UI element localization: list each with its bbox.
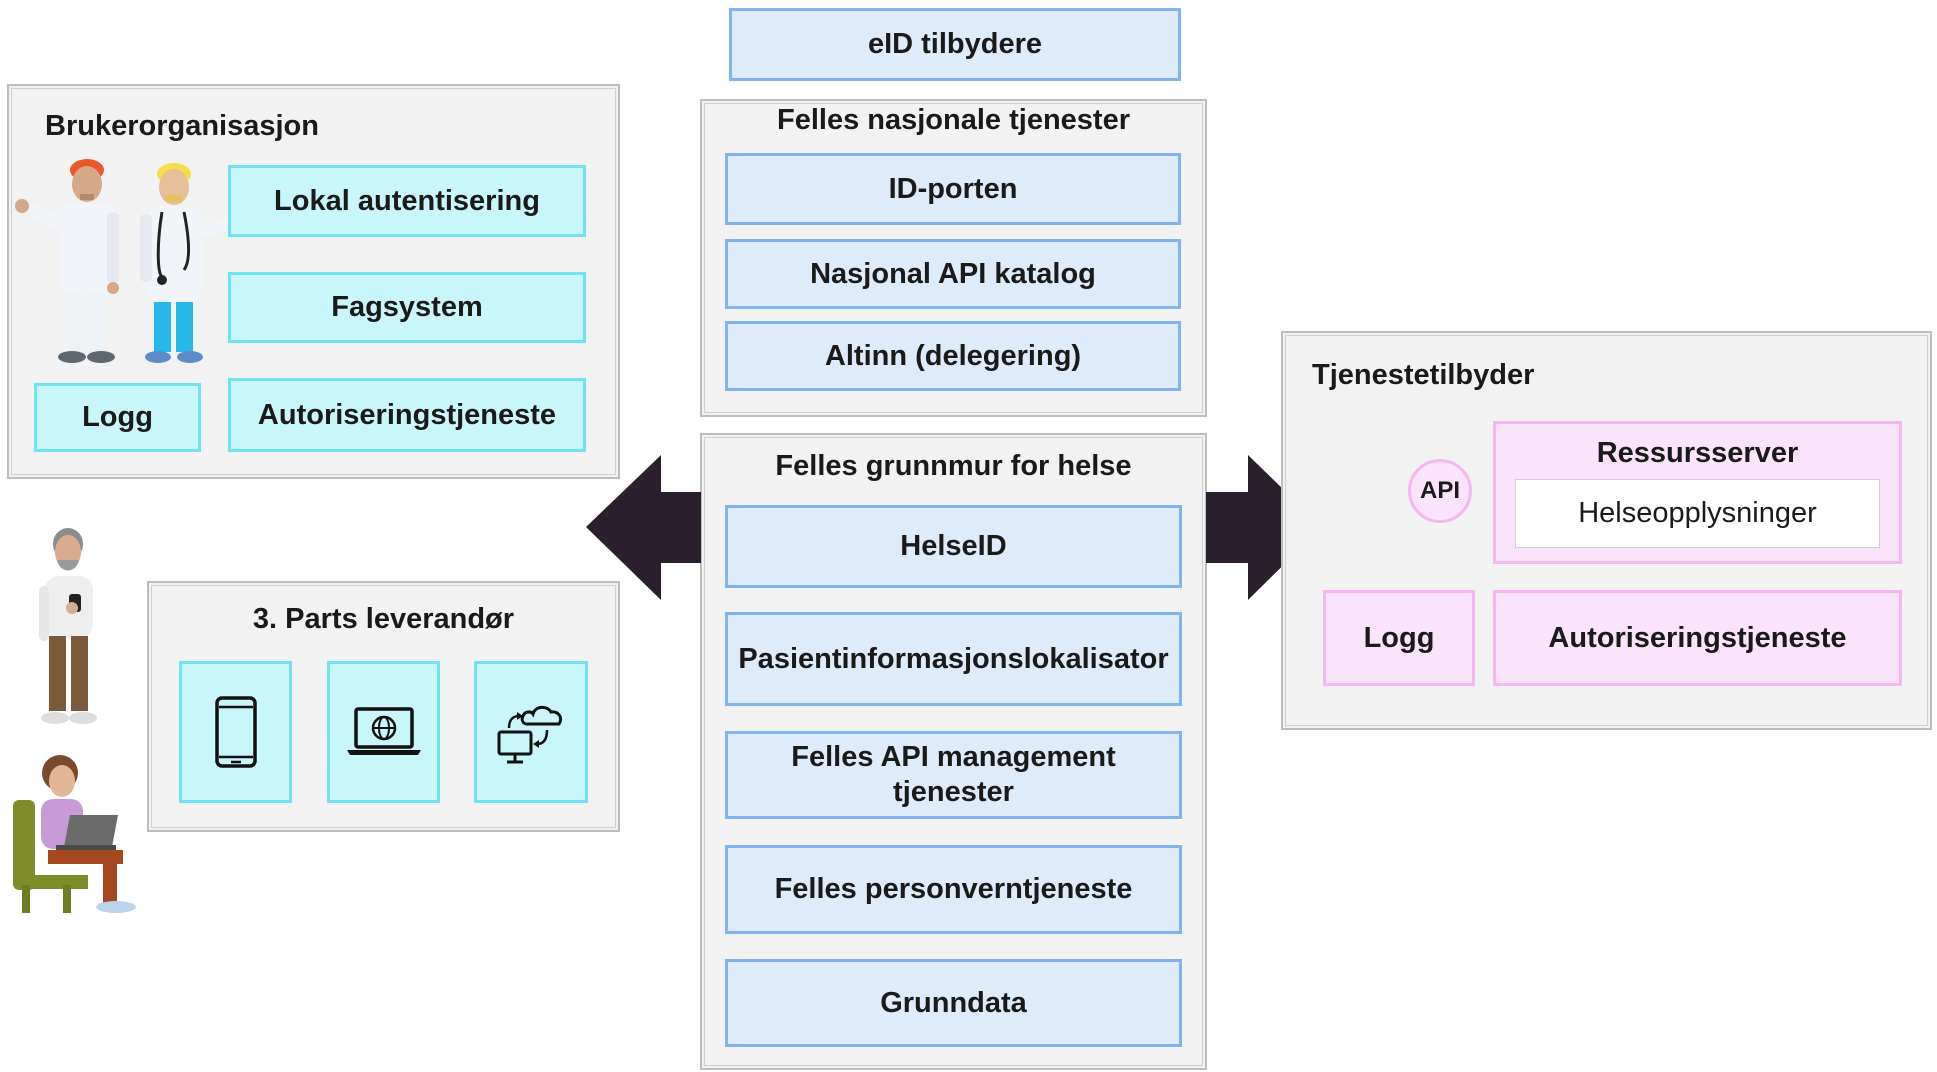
- api-label: API: [1419, 477, 1460, 504]
- bruker-logg-box: Logg: [34, 383, 201, 452]
- brukerorganisasjon-title: Brukerorganisasjon: [45, 110, 319, 142]
- api-management-label: Felles API management tjenester: [791, 741, 1116, 808]
- bruker-logg-label: Logg: [82, 401, 153, 433]
- id-porten-box: ID-porten: [725, 153, 1181, 225]
- helseopplysninger-box: Helseopplysninger: [1515, 479, 1880, 548]
- parts-leverandor-title: 3. Parts leverandør: [252, 603, 515, 635]
- grunndata-label: Grunndata: [880, 986, 1027, 1019]
- helseopplysninger-label: Helseopplysninger: [1578, 497, 1817, 529]
- api-catalog-box: Nasjonal API katalog: [725, 239, 1181, 309]
- helseid-label: HelseID: [900, 530, 1007, 562]
- tjenestetilbyder-title: Tjenestetilbyder: [1312, 359, 1535, 391]
- web-app-box: [327, 661, 440, 803]
- tjeneste-autorisering-label: Autoriseringstjeneste: [1548, 621, 1847, 654]
- pasientinfo-box: Pasientinformasjonslokalisator: [725, 612, 1182, 706]
- mobile-phone-icon: [214, 696, 257, 768]
- tjeneste-autorisering-box: Autoriseringstjeneste: [1493, 590, 1902, 686]
- patient-user-icon: [39, 528, 97, 724]
- bruker-autorisering-box: Autoriseringstjeneste: [228, 378, 586, 452]
- cloud-sync-devices-icon: [497, 705, 563, 764]
- laptop-user-icon: [13, 755, 136, 913]
- grunnmur-title: Felles grunnmur for helse: [775, 450, 1132, 482]
- api-management-box: Felles API management tjenester: [725, 731, 1182, 819]
- national-services-title: Felles nasjonale tjenester: [777, 104, 1130, 136]
- grunndata-box: Grunndata: [725, 959, 1182, 1047]
- eid-providers-box: eID tilbydere: [729, 8, 1181, 81]
- fagsystem-box: Fagsystem: [228, 272, 586, 343]
- healthcare-workers-icon: [15, 159, 246, 363]
- lokal-autentisering-box: Lokal autentisering: [228, 165, 586, 237]
- tjeneste-logg-label: Logg: [1363, 621, 1435, 654]
- api-catalog-label: Nasjonal API katalog: [810, 257, 1096, 290]
- bruker-autorisering-label: Autoriseringstjeneste: [257, 398, 557, 431]
- right-arrow-icon: [1206, 455, 1322, 600]
- ressursserver-label: Ressursserver: [1596, 437, 1799, 469]
- pasientinfo-label: Pasientinformasjonslokalisator: [738, 642, 1169, 675]
- eid-providers-label: eID tilbydere: [867, 28, 1043, 60]
- fagsystem-label: Fagsystem: [331, 291, 483, 323]
- altinn-label: Altinn (delegering): [824, 339, 1082, 372]
- altinn-box: Altinn (delegering): [725, 321, 1181, 391]
- mobile-app-box: [179, 661, 292, 803]
- laptop-globe-icon: [346, 707, 421, 755]
- personvern-label: Felles personverntjeneste: [774, 873, 1133, 905]
- cloud-app-box: [474, 661, 588, 803]
- personvern-box: Felles personverntjeneste: [725, 845, 1182, 934]
- tjeneste-logg-box: Logg: [1323, 590, 1475, 686]
- id-porten-label: ID-porten: [888, 172, 1018, 205]
- left-arrow-icon: [586, 455, 701, 600]
- api-endpoint-badge: API: [1408, 459, 1472, 523]
- helseid-box: HelseID: [725, 505, 1182, 588]
- lokal-autentisering-label: Lokal autentisering: [274, 184, 540, 217]
